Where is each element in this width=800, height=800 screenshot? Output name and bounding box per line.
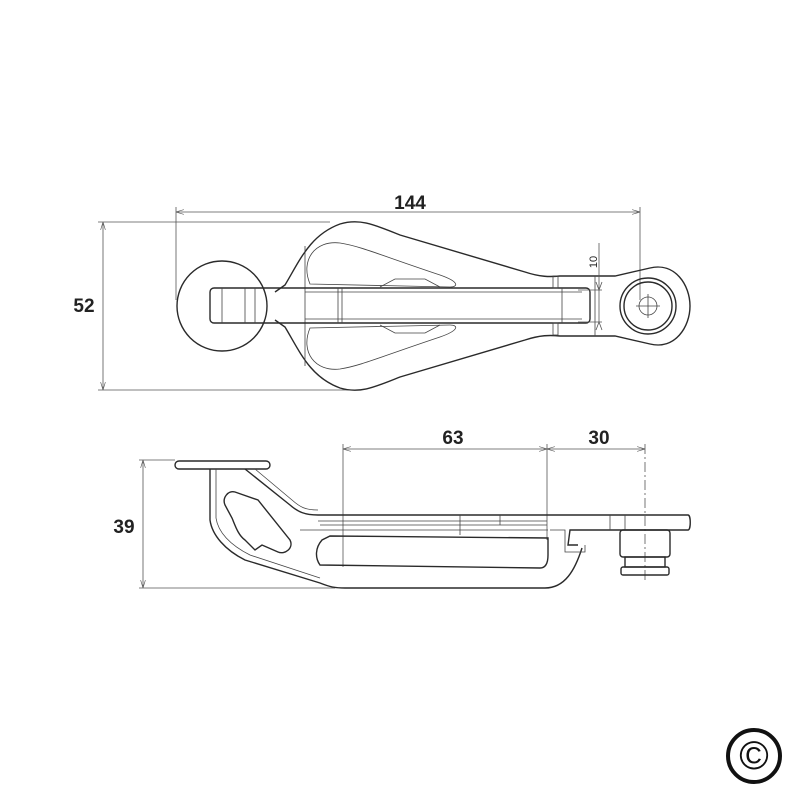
dim-label-10: 10 [588,256,600,268]
side-view: 39 63 30 [113,428,691,589]
copyright-icon: © [726,728,782,784]
dim-label-30: 30 [588,428,609,449]
left-round-pad [176,260,268,352]
upper-cutout [306,242,457,288]
dim-label-39: 39 [113,517,134,538]
hook-cutout [223,491,292,554]
latch-hook [550,529,586,553]
top-pad [174,460,271,470]
dim-label-63: 63 [442,428,463,449]
knob-base [620,566,670,576]
lower-pocket [315,535,549,569]
eyelet-ring [623,281,673,331]
top-view: 144 52 [73,193,691,391]
main-body-outline [274,221,691,391]
slide-rail [244,468,691,546]
eyelet-outer [619,277,677,335]
dim-label-144: 144 [394,193,426,214]
dim-label-52: 52 [73,296,94,317]
center-diamond [379,278,441,334]
hook-outline [209,469,583,589]
lower-cutout [306,324,457,370]
slide-bar [209,287,591,324]
